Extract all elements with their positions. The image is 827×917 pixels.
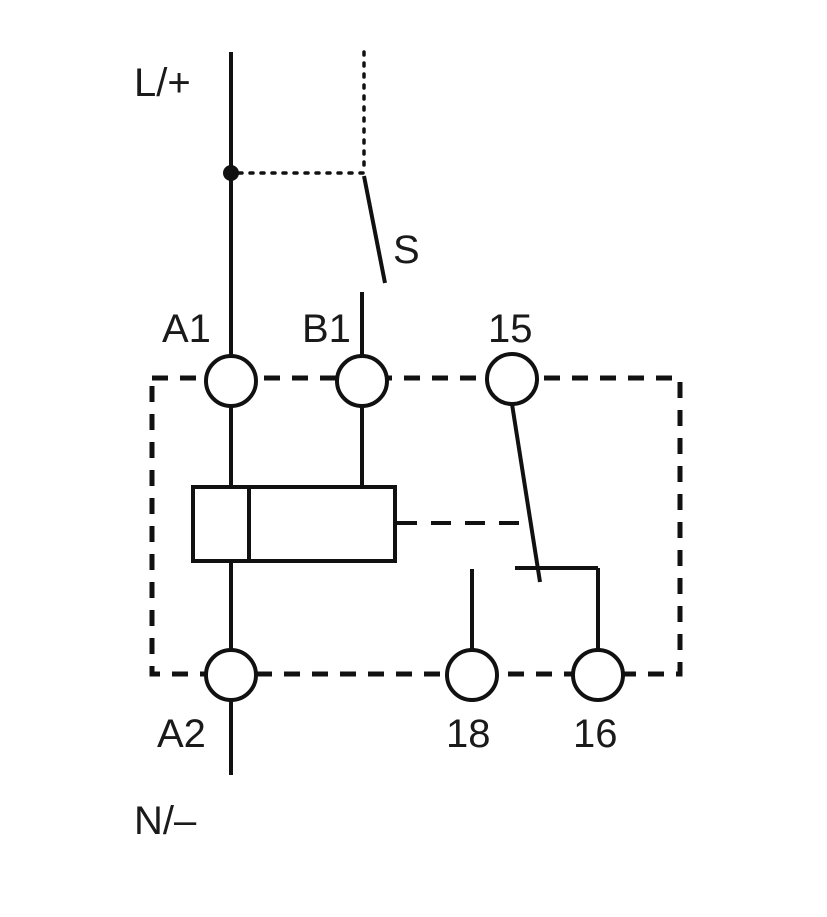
switch-blade: [362, 175, 387, 284]
terminal-a1-circle: [204, 354, 258, 408]
label-terminal-a1: A1: [162, 307, 211, 351]
terminal-b1-circle: [335, 354, 389, 408]
device-enclosure: [149, 375, 683, 677]
junction-dot: [223, 165, 239, 181]
terminal-15-circle: [485, 352, 539, 406]
terminal-18-circle: [445, 648, 499, 702]
label-terminal-b1: B1: [302, 307, 351, 351]
label-switch: S: [393, 228, 420, 272]
label-terminal-16: 16: [573, 712, 618, 756]
relay-coil: [191, 485, 397, 563]
label-terminal-a2: A2: [157, 712, 206, 756]
label-supply-positive: L/+: [134, 61, 191, 105]
terminal-16-circle: [571, 648, 625, 702]
label-terminal-18: 18: [446, 712, 491, 756]
terminal-a2-circle: [204, 648, 258, 702]
label-supply-negative: N/–: [134, 799, 197, 843]
contact-blade: [510, 403, 542, 583]
label-terminal-15: 15: [488, 307, 533, 351]
